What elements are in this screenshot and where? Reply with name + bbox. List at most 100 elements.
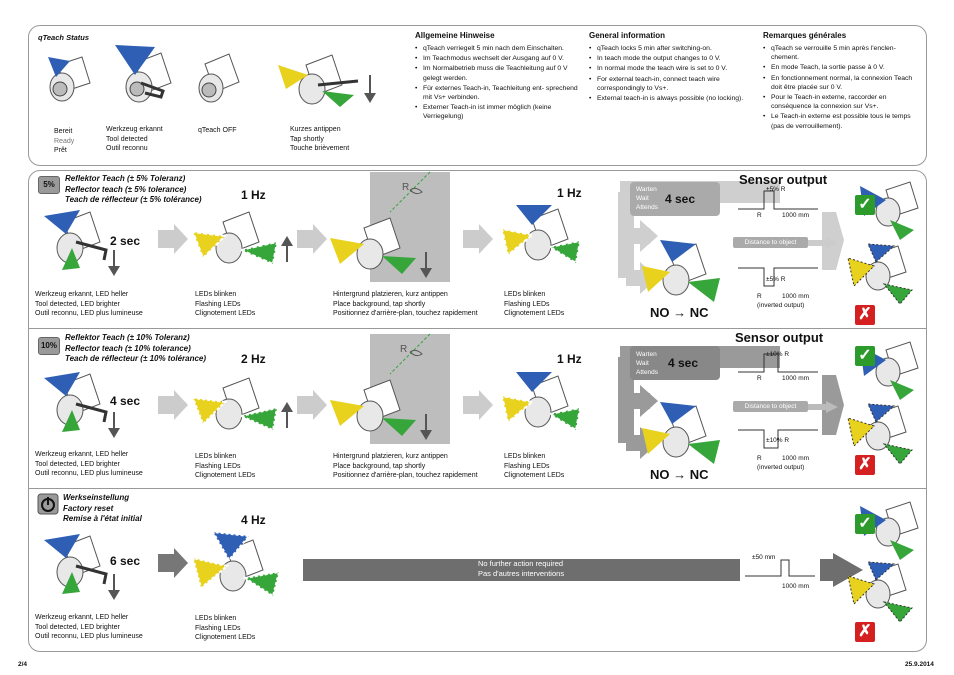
wait-en: Wait: [636, 195, 649, 202]
row1-dist-top: 1000 mm: [782, 212, 810, 219]
row3-cap-flash: LEDs blinken Flashing LEDs Clignotement …: [195, 614, 255, 643]
row2-cap-flash: LEDs blinken Flashing LEDs Clignotement …: [195, 452, 255, 481]
row2-tol-bottom: ±10% R: [766, 437, 790, 444]
date: 25.9.2014: [905, 661, 934, 668]
row2-arrow-1: [158, 390, 188, 420]
cap-flash-en: Flashing LEDs: [504, 462, 550, 470]
row2-arrow-2: [297, 390, 327, 420]
cap-flash-de: LEDs blinken: [195, 453, 237, 460]
row1-check-icon: ✓: [855, 195, 875, 215]
row2-dist-arrow: [808, 401, 838, 413]
info-de-item: Für externes Teach-in, Teachleitung ent-…: [415, 84, 580, 102]
info-fr-item: En mode Teach, la sortie passe à 0 V.: [763, 63, 918, 72]
row2-cross-icon: ✗: [855, 455, 875, 475]
tap-en: Tap shortly: [290, 135, 324, 143]
row1-freq1: 1 Hz: [241, 188, 266, 202]
divider-2: [28, 488, 927, 489]
sensor-tool-icon: [115, 45, 172, 103]
row2-sensor-hold: [44, 372, 120, 438]
cap-bg-en: Place background, tap shortly: [333, 300, 426, 308]
row1-r-top: R: [757, 212, 762, 219]
info-de-list: qTeach verriegelt 5 min nach dem Einscha…: [415, 44, 580, 122]
row2-wait-time: 4 sec: [668, 356, 699, 370]
row3-sensor-flash: [191, 530, 281, 598]
ready-labels: Bereit Ready Prêt: [54, 127, 74, 156]
info-en-list: qTeach locks 5 min after switching-on. I…: [589, 44, 749, 103]
row1-cap-bg: Hintergrund platzieren, kurz antippen Pl…: [333, 290, 478, 319]
wait-de: Warten: [636, 186, 657, 193]
ready-de: Bereit: [54, 128, 73, 135]
row2-wait-text: Warten Wait Attends: [636, 350, 658, 377]
row3-title-de: Werkseinstellung: [63, 493, 130, 502]
svg-text:R: R: [402, 182, 409, 193]
row3-freq: 4 Hz: [241, 513, 266, 527]
info-fr-item: qTeach se verrouille 5 min après l'encle…: [763, 44, 918, 62]
row2-sensor-nonc: [642, 402, 720, 464]
cap-tool-de: Werkzeug erkannt, LED heller: [35, 291, 129, 298]
row1-tol-top: ±5% R: [766, 186, 786, 193]
row1-tol-bottom: ±5% R: [766, 276, 786, 283]
info-de-item: Im Teachmodus wechselt der Ausgang auf 0…: [415, 54, 580, 63]
row1-nonc: NO → NC: [650, 305, 709, 320]
row1-hold: 2 sec: [110, 234, 141, 248]
row1-r-bottom: R: [757, 293, 762, 300]
cap-flash-fr: Clignotement LEDs: [195, 310, 256, 317]
row1-cap-tool: Werkzeug erkannt, LED heller Tool detect…: [35, 290, 143, 319]
row2-wait-box: [630, 346, 720, 380]
cap-flash-en: Flashing LEDs: [504, 300, 550, 308]
row1-title-fr: Teach de réflecteur (± 5% tolérance): [65, 195, 202, 204]
row2-sensor-output: Sensor output: [735, 330, 824, 345]
svg-text:R: R: [400, 344, 407, 355]
info-fr-item: En fonctionnement normal, la connexion T…: [763, 74, 918, 92]
info-en-item: In normal mode the teach wire is set to …: [589, 64, 749, 73]
wait-de: Warten: [636, 351, 657, 358]
ready-fr: Prêt: [54, 147, 67, 154]
row1-freq2: 1 Hz: [557, 186, 582, 200]
info-fr-item: Pour le Teach-in externe, raccorder en c…: [763, 93, 918, 111]
cap-flash-de: LEDs blinken: [504, 453, 546, 460]
row2-nonc: NO → NC: [650, 467, 709, 482]
cap-flash-de: LEDs blinken: [504, 291, 546, 298]
tool-labels: Werkzeug erkannt Tool detected Outil rec…: [106, 125, 163, 154]
badge-10pct: 10%: [38, 337, 60, 355]
cap-flash-en: Flashing LEDs: [195, 462, 241, 470]
cap-bg-en: Place background, tap shortly: [333, 462, 426, 470]
row3-signal-box: [740, 551, 820, 593]
row3-sensor-bad: [847, 561, 913, 623]
info-fr-list: qTeach se verrouille 5 min après l'encle…: [763, 44, 918, 131]
row1-wait-text: Warten Wait Attends: [636, 185, 658, 212]
row3-title-fr: Remise à l'état initial: [63, 514, 142, 523]
row2-sensor-flash: [191, 377, 293, 432]
ready-en: Ready: [54, 137, 75, 145]
row3-hold: 6 sec: [110, 554, 141, 568]
status-title: qTeach Status: [38, 33, 89, 42]
row2-hold: 4 sec: [110, 394, 141, 408]
cap-tool-fr: Outil reconnu, LED plus lumineuse: [35, 633, 143, 640]
cap-tool-fr: Outil reconnu, LED plus lumineuse: [35, 470, 143, 477]
row1-distance-to-object: Distance to object: [733, 237, 808, 248]
row2-r-bottom: R: [757, 455, 762, 462]
info-de-item: qTeach verriegelt 5 min nach dem Einscha…: [415, 44, 580, 53]
msg-de: Keine weiteren Eingriffe nötig: [478, 549, 576, 558]
row2-title-fr: Teach de réflecteur (± 10% tolérance): [65, 354, 207, 363]
row1-title-de: Reflektor Teach (± 5% Toleranz): [65, 174, 186, 183]
cap-flash-fr: Clignotement LEDs: [195, 634, 256, 641]
info-de-title: Allgemeine Hinweise: [415, 31, 495, 40]
tool-en: Tool detected: [106, 135, 148, 143]
row2-dist-top: 1000 mm: [782, 375, 810, 382]
row1-sensor-bg: [330, 217, 432, 278]
cap-tool-en: Tool detected, LED brighter: [35, 460, 120, 468]
row2-cap-bg: Hintergrund platzieren, kurz antippen Pl…: [333, 452, 478, 481]
row3-dist: 1000 mm: [782, 583, 810, 590]
row2-freq1: 2 Hz: [241, 352, 266, 366]
row2-cap-tool: Werkzeug erkannt, LED heller Tool detect…: [35, 450, 143, 479]
row1-cap-flash: LEDs blinken Flashing LEDs Clignotement …: [195, 290, 255, 319]
info-en: General information qTeach locks 5 min a…: [589, 31, 749, 104]
row1-wait-box: [630, 182, 720, 216]
sensor-ready-icon: [48, 56, 91, 102]
tap-de: Kurzes antippen: [290, 126, 341, 133]
off-label: qTeach OFF: [198, 127, 237, 134]
tap-labels: Kurzes antippen Tap shortly Touche brièv…: [290, 125, 349, 154]
row1-dist-arrow: [808, 237, 838, 249]
info-en-item: In teach mode the output changes to 0 V.: [589, 54, 749, 63]
